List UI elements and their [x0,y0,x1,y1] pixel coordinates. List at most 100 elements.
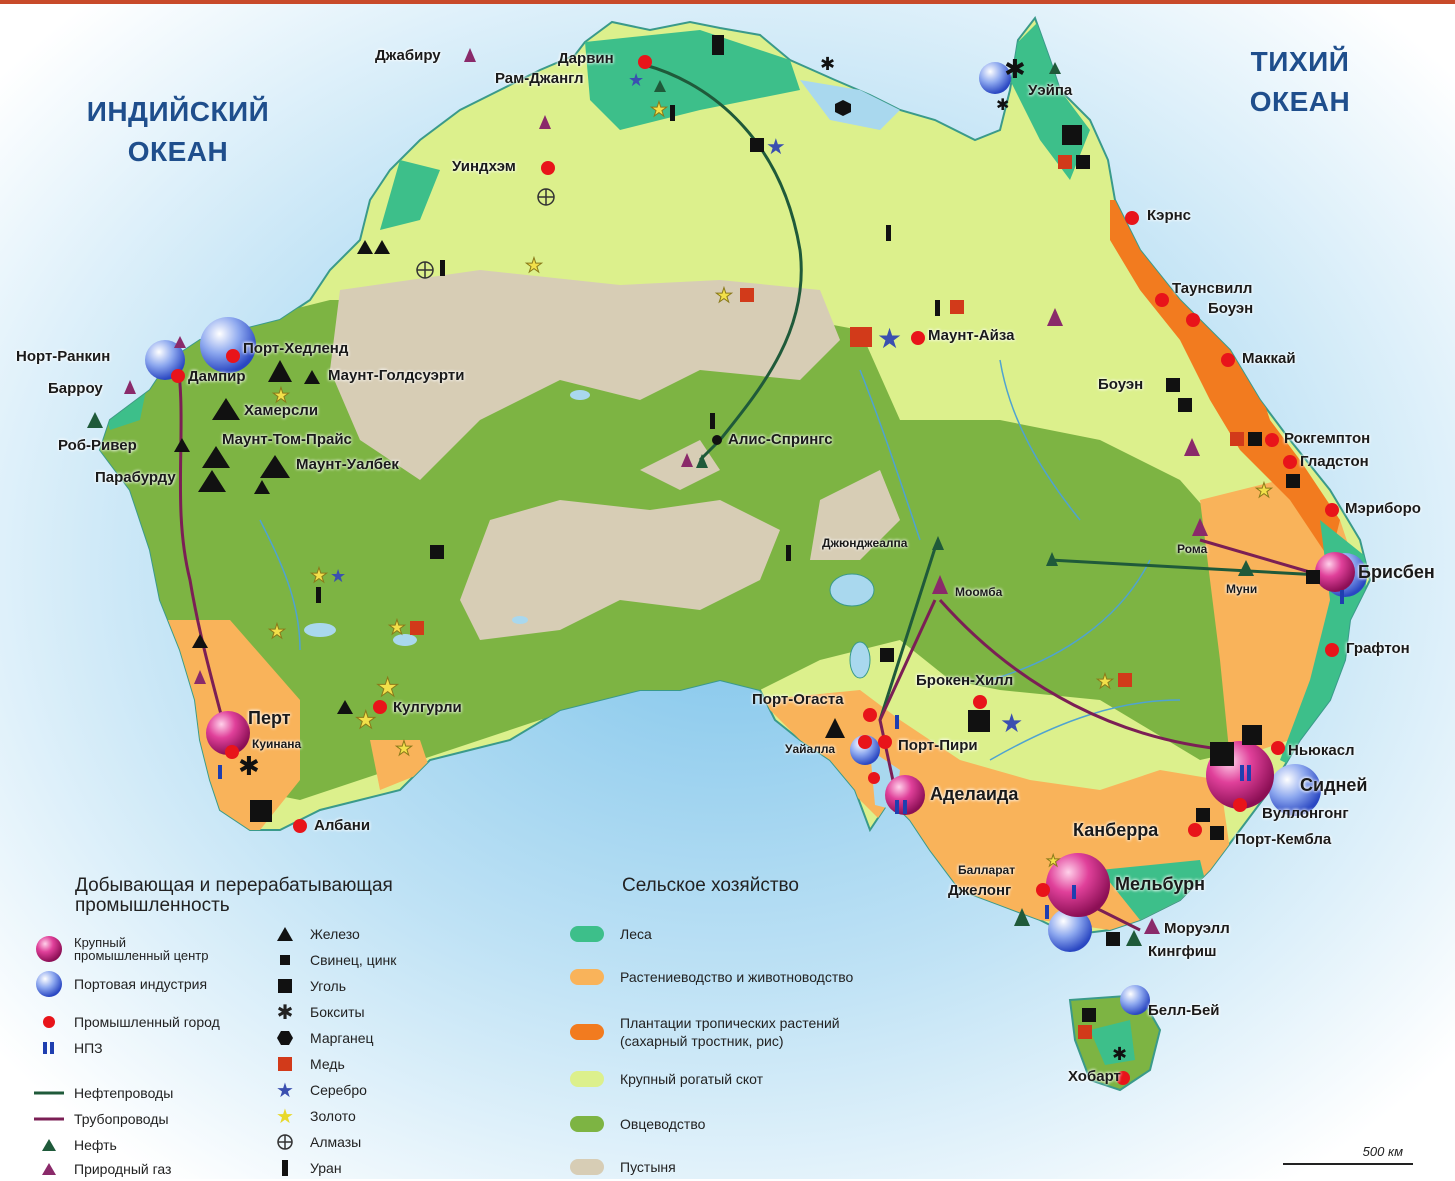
gold-norseman: ★ [395,736,413,760]
gold-wa-2: ★ [268,619,286,643]
label-darvin: Дарвин [558,50,614,67]
refinery-port-pirie [895,715,899,729]
iron-south [254,480,270,494]
legend-crops: Растениеводство и животноводство [570,968,853,986]
legend-manganese: Марганец [270,1026,374,1050]
legend-bauxite: ✱ Бокситы [270,1000,365,1024]
lake-west-1 [304,623,336,637]
refinery-geelong [1045,905,1049,919]
refinery-adelaide [895,800,899,814]
legend-oil-icon [34,1133,64,1157]
legend-port: Портовая индустрия [34,971,207,997]
legend-copper-icon [270,1052,300,1076]
coal-gladstone [1286,474,1300,488]
legend-iron-icon [270,922,300,946]
iron-robe-river [174,438,190,452]
dot-niukasl [1271,741,1285,755]
diamond-ellendale-cross [417,262,433,278]
label-maunt-ualbek: Маунт-Уалбек [296,456,399,473]
iron-middleback [825,718,845,738]
gas-morwell [1144,918,1160,934]
label-kingfish: Кингфиш [1148,943,1217,960]
dot-bouen [1186,313,1200,327]
uranium-gulf [886,225,891,241]
uranium-deposits [316,105,940,603]
label-maunt-tom-prais: Маунт-Том-Прайс [222,431,352,448]
legend-major-center: Крупный промышленный центр [34,936,209,962]
legend-iron: Железо [270,922,360,946]
legend-forest-swatch [570,926,604,942]
label-port-piri: Порт-Пири [898,737,978,754]
label-rob-river: Роб-Ривер [58,437,137,454]
legend-sheep-label: Овцеводство [620,1116,706,1132]
dot-port-ogasta [863,708,877,722]
coal-tasmania [1082,1008,1096,1022]
legend-major-center-line2: промышленный центр [74,948,209,963]
label-alis-springs: Алис-Спрингс [728,431,833,448]
coal-gulf [750,138,764,152]
refinery-kwinana [218,765,222,779]
uranium-kimberley [440,260,445,276]
refinery-sydney [1240,765,1244,781]
oil-jackson [932,536,944,550]
coal-deposits [250,35,1320,1022]
plantation-coast [1110,200,1340,560]
gas-rankin [174,336,186,348]
legend-diamonds-icon [270,1130,300,1154]
label-dzhiondzhalpa: Джюнджеалпа [822,536,908,550]
legend-port-icon [34,971,64,997]
label-adelaida: Аделаида [930,784,1019,804]
dot-dampir [171,369,185,383]
legend-industry-title-line1: Добывающая и перерабатывающая [75,875,393,896]
label-bell-bei: Белл-Бей [1148,1002,1220,1019]
oil-quilpie [1046,552,1058,566]
crops-esperance [370,740,430,790]
legend-major-center-line1: Крупный [74,935,126,950]
legend-cattle: Крупный рогатый скот [570,1070,763,1088]
pipelines [173,63,1321,932]
legend-major-center-icon [34,936,64,962]
label-dzhabiru: Джабиру [375,47,441,64]
dot-uaiialla [858,735,872,749]
uranium-ranger [670,105,675,121]
label-paraburdu: Парабурду [95,469,176,486]
dot-meriboro [1325,503,1339,517]
legend-gold-icon: ★ [276,1104,294,1128]
port-bell-bay [1120,985,1150,1015]
gold-pine-creek: ★ [650,97,668,121]
silver-rum-jungle: ★ [628,70,644,91]
lake-eyre [829,573,875,607]
center-perth [206,711,250,755]
legend-diamonds-label: Алмазы [310,1134,362,1150]
label-brisben: Брисбен [1358,562,1435,582]
label-dampir: Дампир [188,368,246,385]
legend-gas-icon [34,1157,64,1181]
gas-roma [1192,518,1208,536]
label-moomba: Моомба [955,585,1003,599]
coal-collie [250,800,272,822]
copper-wa [410,621,424,635]
legend-copper: Медь [270,1052,345,1076]
legend-crops-swatch [570,969,604,985]
legend-manganese-icon [270,1026,300,1050]
legend-uranium-icon [270,1156,300,1180]
legend-gas-label: Природный газ [74,1161,172,1177]
legend-industry-title-line2: промышленность [75,895,230,916]
uranium-alice [710,413,715,429]
dot-makkai [1221,353,1235,367]
legend-gold: ★ Золото [270,1104,356,1128]
gas-isa [1047,308,1063,326]
copper-tasmania [1078,1025,1092,1039]
legend-industrial-city-icon [34,1010,64,1034]
dot-kuinana [225,745,239,759]
legend-desert-swatch [570,1159,604,1175]
label-broken-hill: Брокен-Хилл [916,672,1014,689]
port-melbourne [1048,908,1092,952]
port-weipa [979,62,1011,94]
label-niukasl: Ньюкасл [1288,742,1355,759]
oil-weipa [1049,62,1061,74]
dot-rokgemptom [1265,433,1279,447]
legend-diamonds: Алмазы [270,1130,361,1154]
legend-refinery: НПЗ [34,1036,103,1060]
desert-central [460,500,780,640]
